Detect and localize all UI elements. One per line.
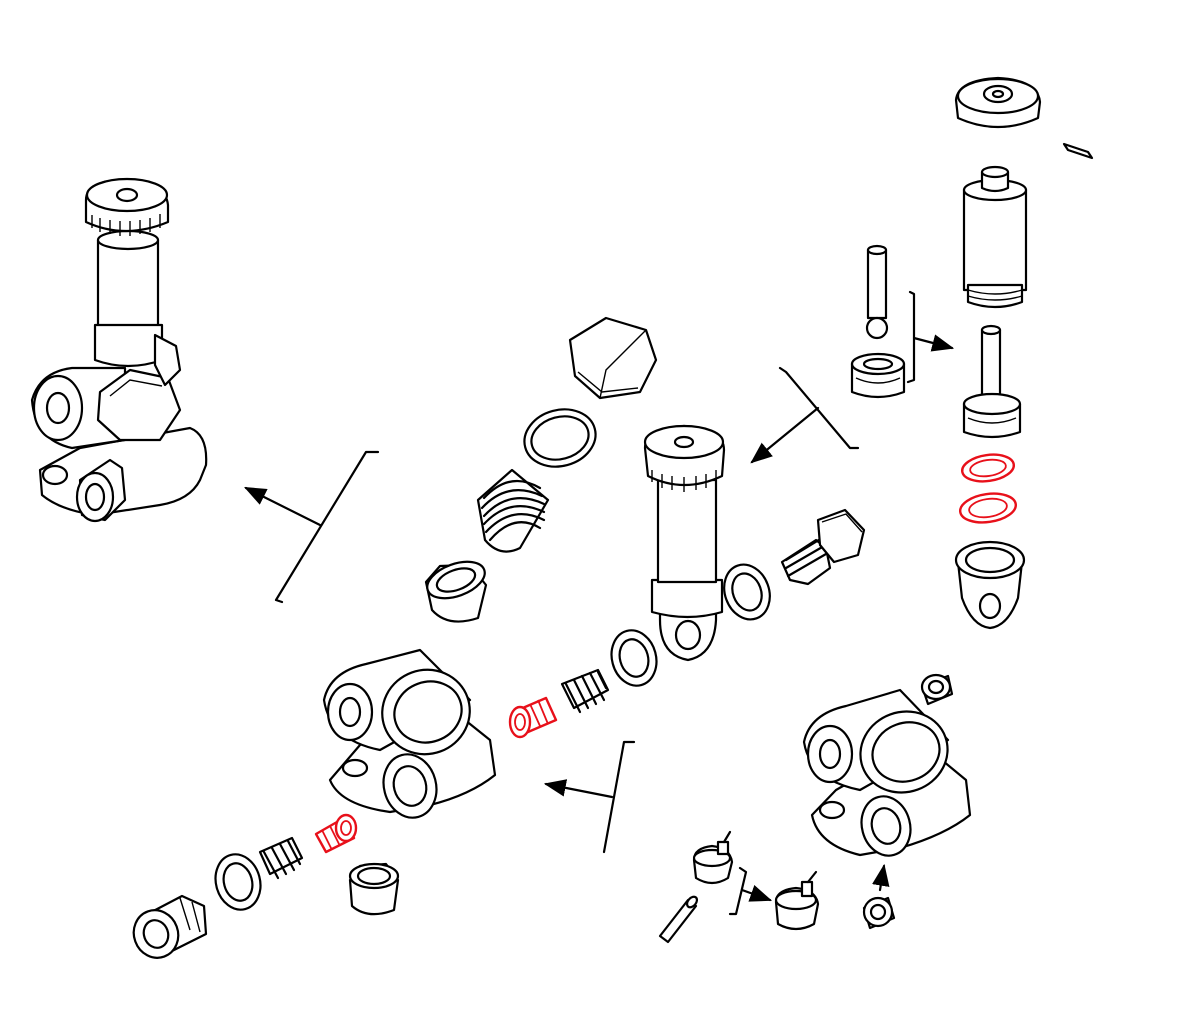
piston-rod <box>962 324 1022 439</box>
valve-pin <box>865 244 889 340</box>
arrow-bush <box>872 863 890 892</box>
valve-insert-lower <box>314 813 358 854</box>
washer-center-right <box>723 563 771 621</box>
spring-small-lower <box>258 836 304 880</box>
valve-insert-upper <box>508 696 558 739</box>
pin-lower <box>658 895 699 944</box>
knob-top-right <box>954 76 1042 129</box>
o-ring-large <box>523 408 597 468</box>
bushing-lower <box>348 862 400 916</box>
pump-housing-center <box>322 648 497 819</box>
bleed-screw-a <box>692 830 734 885</box>
assembled-pump <box>30 177 208 523</box>
hand-plunger-assembly <box>643 424 726 662</box>
hex-cap <box>568 316 658 400</box>
o-ring-lower <box>959 492 1017 524</box>
spring-small-upper <box>560 668 610 714</box>
cylinder-top-right <box>962 165 1028 309</box>
callout-center <box>543 740 636 854</box>
callout-assembled <box>244 450 380 604</box>
washer-lower-left <box>214 853 262 911</box>
bushing-center <box>424 560 488 623</box>
pin-small <box>1062 142 1094 160</box>
callout-lower-right <box>728 866 773 916</box>
washer-center-lower <box>610 629 658 687</box>
inlet-fitting <box>132 894 208 959</box>
pump-housing-right <box>802 688 972 857</box>
banjo-bolt <box>780 508 866 586</box>
o-ring-upper <box>960 453 1016 483</box>
small-bush-bottom <box>862 896 896 930</box>
bleed-screw-b <box>774 870 820 931</box>
small-bush-top <box>920 673 954 706</box>
cup-lower-right <box>954 540 1026 630</box>
callout-top-right <box>750 290 955 464</box>
valve-seat <box>850 352 906 399</box>
spring-large <box>476 468 550 553</box>
